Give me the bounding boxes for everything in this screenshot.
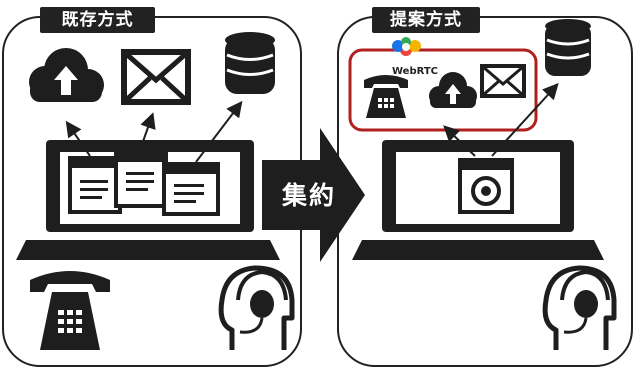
telephone-icon bbox=[364, 75, 408, 118]
database-icon bbox=[225, 32, 275, 94]
webrtc-highlight-box bbox=[348, 48, 538, 132]
mail-icon bbox=[480, 64, 526, 98]
webrtc-logo-icon bbox=[392, 37, 421, 56]
flow-arrow bbox=[65, 120, 91, 157]
cloud-upload-icon bbox=[429, 72, 477, 108]
telephone-icon bbox=[30, 271, 110, 350]
flow-arrow bbox=[491, 83, 559, 157]
headset-agent-icon bbox=[218, 265, 295, 350]
flow-arrow bbox=[443, 125, 476, 157]
headset-agent-icon bbox=[542, 265, 617, 350]
browser-window-icon bbox=[68, 156, 122, 214]
mail-icon bbox=[121, 49, 191, 105]
webrtc-label: WebRTC bbox=[392, 66, 439, 77]
browser-window-icon bbox=[114, 150, 168, 208]
flow-arrow bbox=[195, 100, 243, 163]
existing-method-label: 既存方式 bbox=[40, 7, 155, 33]
flow-arrow bbox=[139, 112, 156, 151]
cloud-upload-icon bbox=[29, 48, 104, 102]
consolidation-label: 集約 bbox=[281, 181, 336, 210]
proposed-method-label: 提案方式 bbox=[372, 7, 480, 33]
consolidation-arrow bbox=[262, 128, 365, 262]
browser-window-icon bbox=[162, 162, 220, 216]
database-icon bbox=[545, 19, 591, 76]
chrome-icon bbox=[458, 158, 514, 214]
